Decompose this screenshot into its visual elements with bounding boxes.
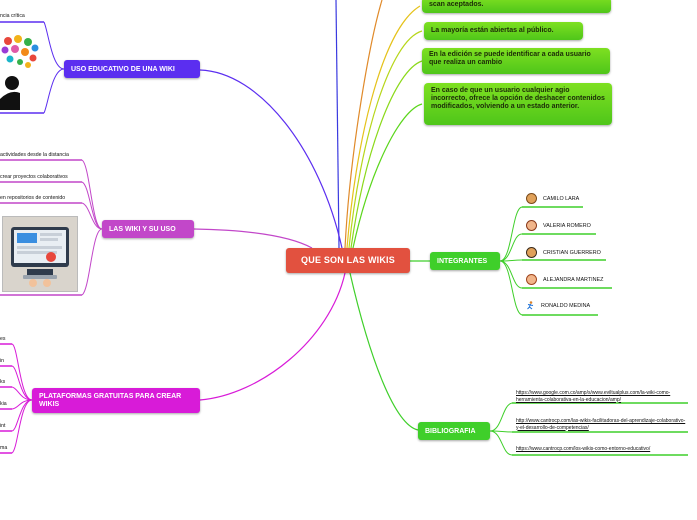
member-5[interactable]: RONALDO MEDINA — [526, 301, 590, 310]
leaf-plataforma-3[interactable]: ks — [0, 379, 6, 385]
leaf-plataforma-2[interactable]: in — [0, 358, 5, 364]
leaf-plataforma-1[interactable]: es — [0, 336, 6, 342]
leaf-wiki-uso-2[interactable]: crear proyectos colaborativos — [0, 174, 68, 180]
leaf-plataforma-6[interactable]: ma — [0, 445, 8, 451]
woman-avatar-icon — [526, 274, 537, 285]
card-text: En la edición se puede identificar a cad… — [429, 51, 591, 66]
card-text: scan aceptados. — [429, 1, 484, 8]
connector-yellow — [346, 5, 421, 249]
bibliography-link-2[interactable]: http://www.cantrocp.com/las-wikis-facili… — [516, 418, 686, 431]
card-text: En caso de que un usuario cualquier agio… — [431, 87, 605, 110]
leaf-plataforma-5[interactable]: int — [0, 423, 6, 429]
connector-orange — [344, 0, 383, 249]
member-2[interactable]: VALERIA ROMERO — [526, 220, 591, 231]
bibliography-link-1[interactable]: https://www.google.com.co/amp/s/www.evil… — [516, 390, 671, 403]
topic-integrantes[interactable]: INTEGRANTES — [430, 252, 500, 270]
connector-green-2 — [352, 103, 423, 249]
topic-plataformas[interactable]: PLATAFORMAS GRATUITAS PARA CREAR WIKIS — [32, 388, 200, 413]
member-4[interactable]: ALEJANDRA MARTINEZ — [526, 274, 603, 285]
connector-bibliografia — [349, 272, 419, 431]
card-deshacer[interactable]: En caso de que un usuario cualquier agio… — [424, 83, 612, 125]
leaf-wiki-uso-3[interactable]: en repositorios de contenido — [0, 195, 66, 201]
card-text: La mayoría están abiertas al público. — [431, 27, 554, 34]
member-3[interactable]: CRISTIAN GUERRERO — [526, 247, 601, 258]
member-1[interactable]: CAMILO LARA — [526, 193, 579, 204]
card-edicion[interactable]: En la edición se puede identificar a cad… — [422, 48, 610, 74]
bibliography-link-3[interactable]: https://www.cantrocp.com/los-wikis-como-… — [516, 446, 651, 452]
leaf-wiki-uso-1[interactable]: actividades desde la distancia — [0, 152, 69, 158]
connector-lime — [348, 30, 423, 249]
running-person-icon — [526, 301, 535, 310]
connector-wiki-uso — [193, 228, 313, 249]
woman-avatar-icon — [526, 220, 537, 231]
leaf-plataforma-4[interactable]: kia — [0, 401, 7, 407]
central-topic[interactable]: QUE SON LAS WIKIS — [286, 248, 410, 273]
leaf-uso-educativo[interactable]: ncia crítica — [0, 13, 25, 19]
connector-uso-educativo — [199, 69, 343, 249]
speech-bubbles-person-illustration — [0, 35, 39, 110]
topic-uso-educativo[interactable]: USO EDUCATIVO DE UNA WIKI — [64, 60, 200, 78]
computer-wiki-illustration — [2, 216, 78, 292]
card-publico[interactable]: La mayoría están abiertas al público. — [424, 22, 583, 40]
connector-green-1 — [350, 60, 423, 249]
connector-blue-top — [335, 0, 340, 249]
topic-bibliografia[interactable]: BIBLIOGRAFIA — [418, 422, 490, 440]
man-avatar-icon — [526, 193, 537, 204]
card-aceptados[interactable]: scan aceptados. — [422, 0, 611, 13]
topic-wiki-uso[interactable]: LAS WIKI Y SU USO — [102, 220, 194, 238]
connector-plataformas — [199, 272, 346, 401]
man-avatar-icon — [526, 247, 537, 258]
